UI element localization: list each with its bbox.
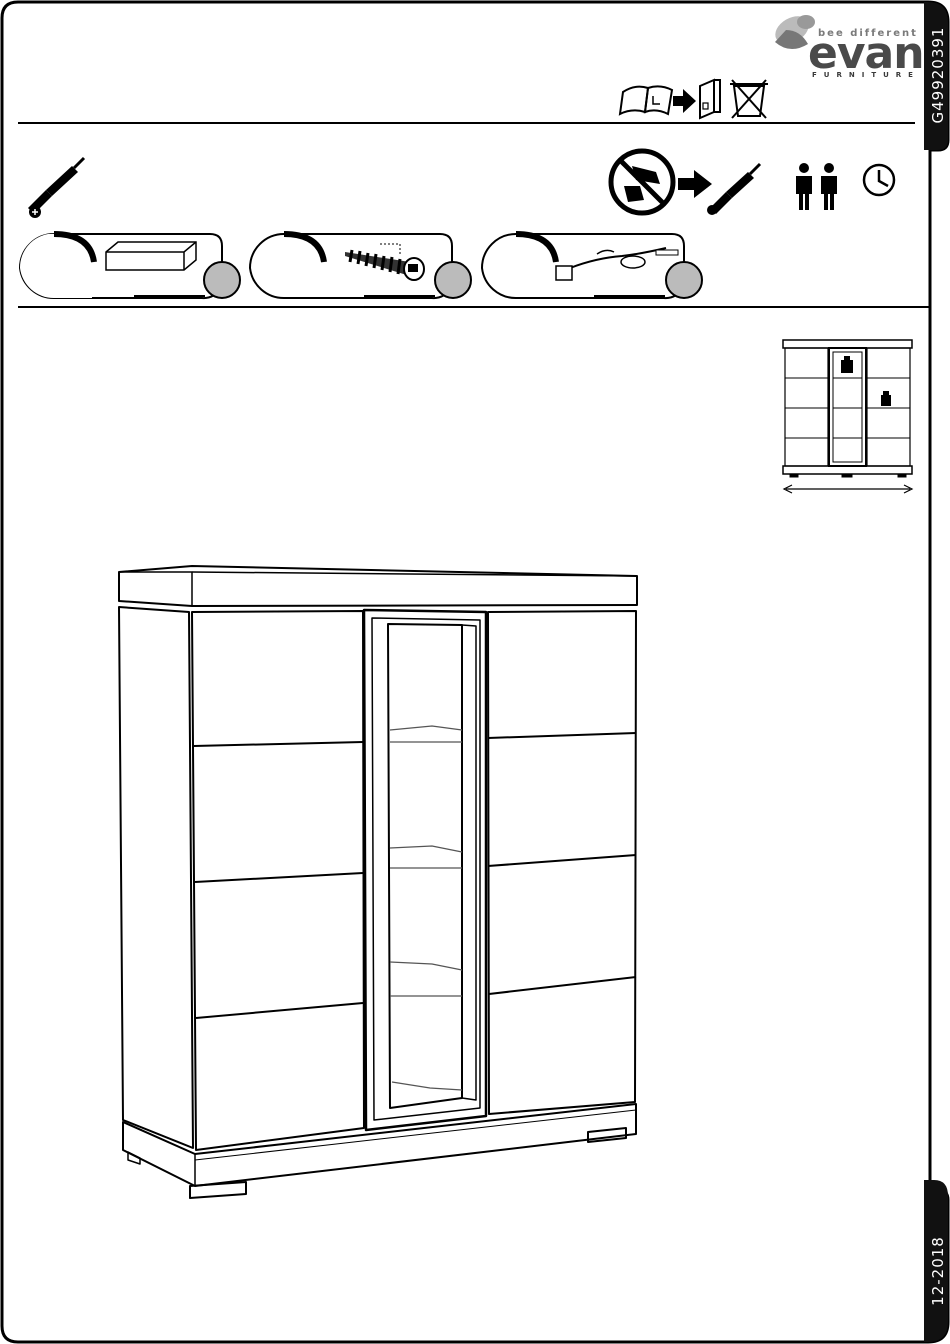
document-code: G49920391 (929, 25, 947, 125)
manual-icon (620, 86, 672, 114)
board-part-icon (20, 234, 240, 298)
two-persons-icon (796, 163, 837, 210)
arrow-right-icon (678, 170, 712, 198)
screw-part-icon (250, 234, 471, 298)
cabinet-front-view-thumbnail (783, 340, 912, 493)
no-power-drill-icon (611, 151, 673, 213)
brand-subtitle: FURNITURE (812, 71, 920, 79)
cabinet-perspective-drawing (119, 566, 637, 1198)
screwdriver-icon (707, 164, 760, 215)
clock-icon (864, 165, 894, 195)
screwdriver-icon (28, 158, 84, 218)
document-date: 12-2018 (929, 1221, 947, 1321)
arrow-right-icon (673, 89, 696, 113)
brand-name: evan (808, 32, 924, 76)
no-trash-icon (730, 80, 768, 118)
binder-icon (700, 80, 720, 118)
led-cable-part-icon (482, 234, 702, 298)
